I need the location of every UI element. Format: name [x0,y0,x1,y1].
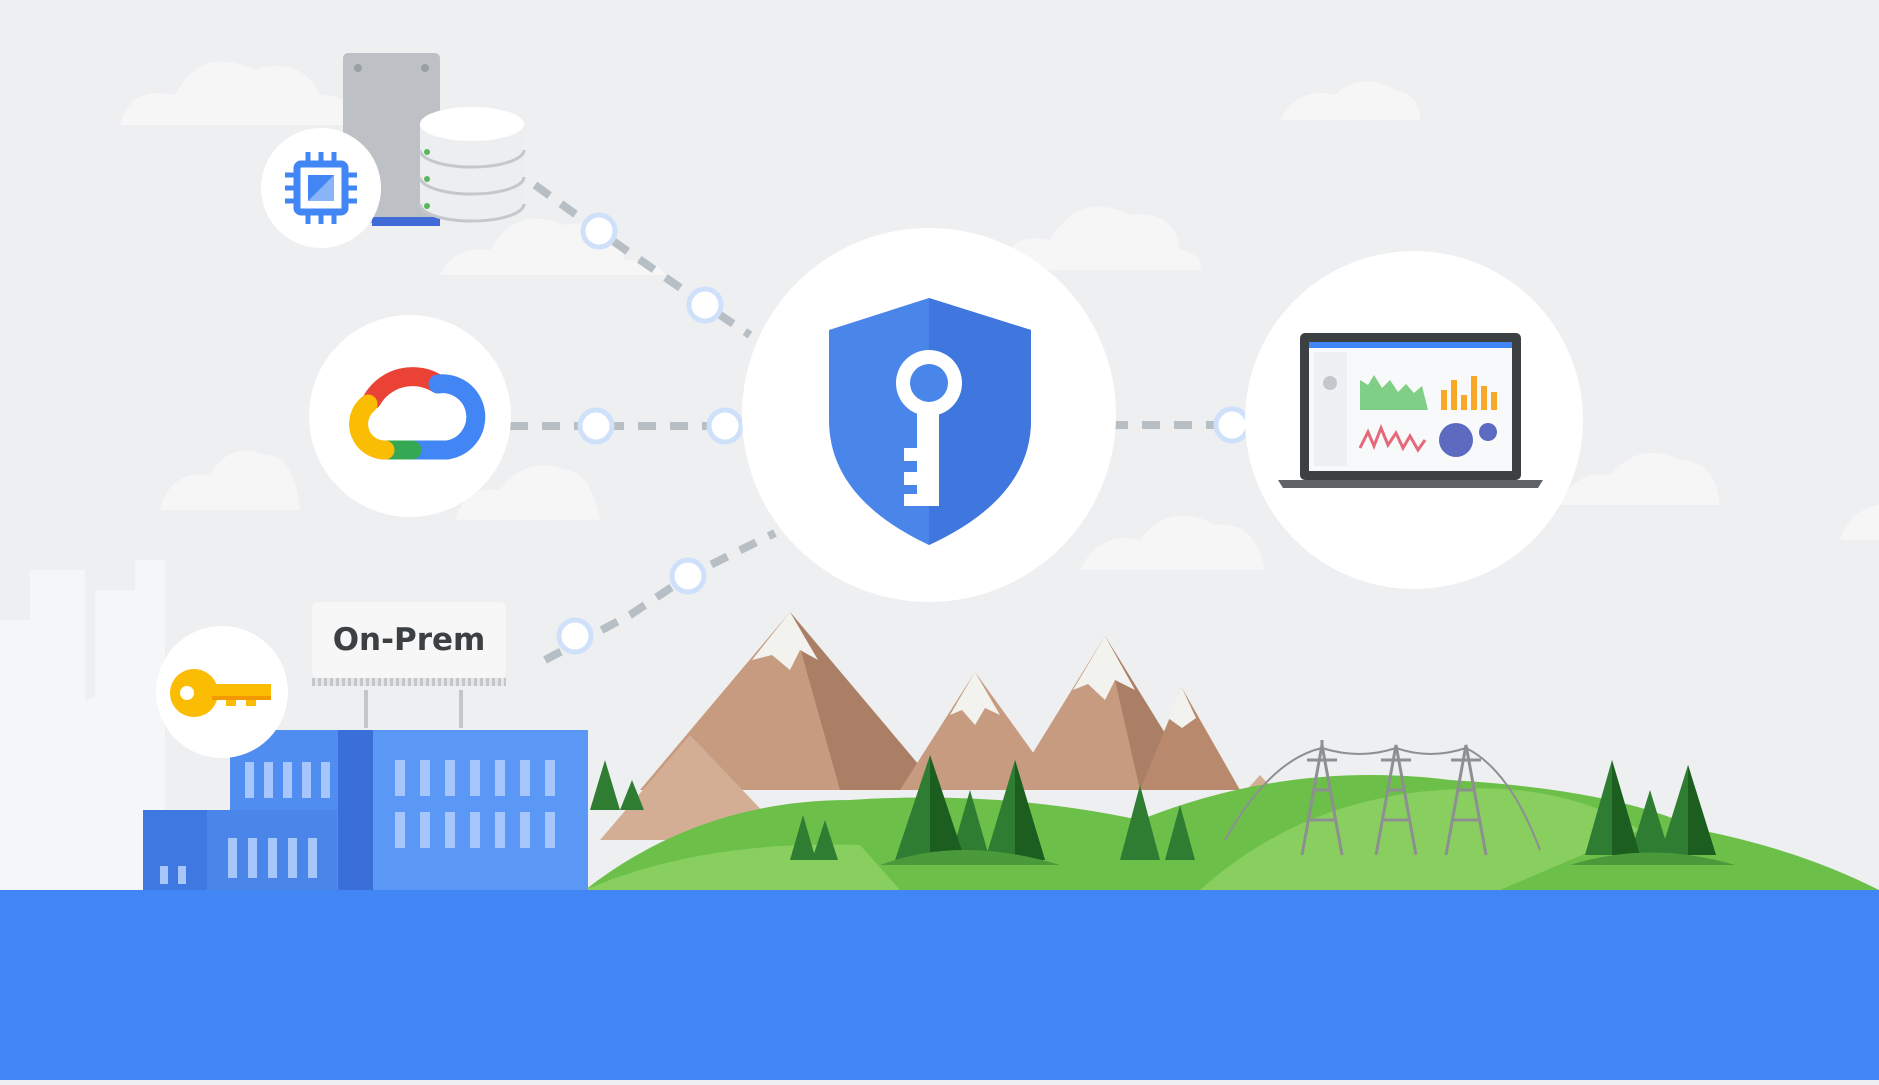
onprem-label: On-Prem [312,602,506,686]
shield-key-icon [829,298,1031,545]
trees [590,755,1735,865]
city-silhouette [0,560,165,890]
cloud-node [309,315,511,517]
connection-nodes [556,212,1251,655]
server-group [261,53,526,248]
laptop-node [1245,251,1583,589]
key-node [156,626,288,758]
key-icon [170,669,271,717]
cpu-chip-icon [285,152,357,224]
power-pylons [1224,740,1541,856]
background-clouds [120,61,1879,570]
ground-band [0,890,1879,1080]
laptop-dashboard-icon [1278,333,1543,488]
security-node [742,228,1116,602]
building-icon [143,690,588,890]
database-icon [418,107,526,223]
google-cloud-icon [349,367,486,460]
